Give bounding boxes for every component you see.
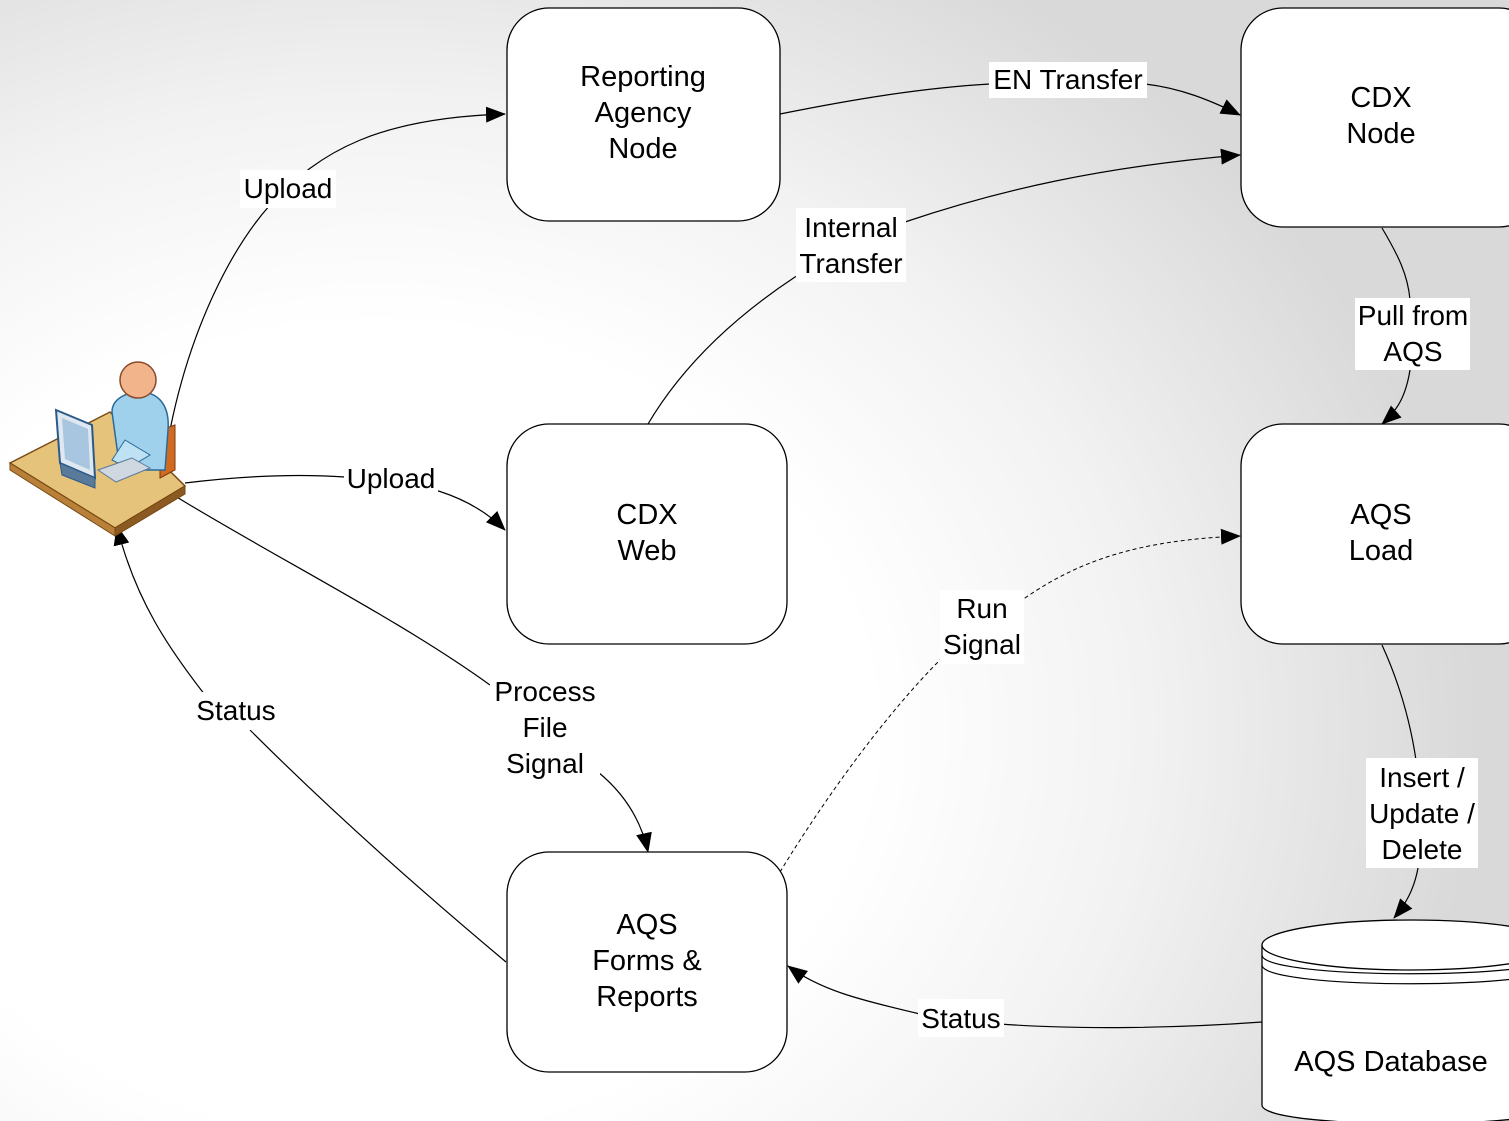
edge-label-upload-top-line: Upload bbox=[244, 173, 333, 204]
node-label-aqs-load: AQS Load bbox=[1349, 499, 1414, 567]
node-label-reporting-agency-line: Reporting bbox=[580, 61, 706, 93]
edge-label-insert-update-delete-line: Insert / bbox=[1379, 762, 1465, 793]
edge-label-process-file-signal-line: File bbox=[522, 712, 567, 743]
node-aqs-forms-reports: AQS Forms & Reports bbox=[506, 851, 788, 1073]
node-label-reporting-agency-line: Node bbox=[608, 133, 677, 165]
node-label-aqs-forms-reports-line: AQS bbox=[616, 909, 677, 941]
node-label-aqs-forms-reports-line: Reports bbox=[596, 981, 698, 1013]
edge-label-insert-update-delete-line: Update / bbox=[1369, 798, 1475, 829]
edge-status-left: Status bbox=[117, 526, 507, 963]
node-label-aqs-load-line: Load bbox=[1349, 535, 1414, 567]
node-label-cdx-web-line: CDX bbox=[616, 499, 677, 531]
edge-status-bottom: Status bbox=[787, 965, 1263, 1037]
node-label-cdx-node-line: CDX bbox=[1350, 82, 1411, 114]
edge-label-pull-from-aqs-line: AQS bbox=[1383, 336, 1442, 367]
edge-label-status-left-line: Status bbox=[196, 695, 275, 726]
edge-label-en-transfer: EN Transfer bbox=[993, 64, 1142, 95]
node-label-reporting-agency-line: Agency bbox=[595, 97, 692, 129]
node-cdx-web: CDX Web bbox=[506, 423, 788, 645]
edge-label-upload-top: Upload bbox=[244, 173, 333, 204]
edge-label-status-bottom-line: Status bbox=[921, 1003, 1000, 1034]
edge-label-insert-update-delete: Insert / Update / Delete bbox=[1369, 762, 1475, 865]
node-label-cdx-node-line: Node bbox=[1346, 118, 1415, 150]
node-label-cdx-web-line: Web bbox=[617, 535, 676, 567]
node-label-cdx-node: CDX Node bbox=[1346, 82, 1415, 150]
node-aqs-database: AQS Database bbox=[1261, 919, 1509, 1121]
edge-label-run-signal-line: Signal bbox=[943, 629, 1021, 660]
edge-label-status-bottom: Status bbox=[921, 1003, 1000, 1034]
edge-label-pull-from-aqs-line: Pull from bbox=[1358, 300, 1468, 331]
node-label-aqs-database: AQS Database bbox=[1294, 1046, 1487, 1078]
edge-label-internal-transfer-line: Transfer bbox=[799, 248, 902, 279]
node-aqs-load: AQS Load bbox=[1240, 423, 1509, 645]
edge-label-upload-mid: Upload bbox=[347, 463, 436, 494]
node-cdx-node: CDX Node bbox=[1240, 7, 1509, 228]
node-label-aqs-load-line: AQS bbox=[1350, 499, 1411, 531]
edge-upload-top: Upload bbox=[169, 106, 506, 431]
edge-label-internal-transfer-line: Internal bbox=[804, 212, 897, 243]
node-label-cdx-web: CDX Web bbox=[616, 499, 677, 567]
edge-label-status-left: Status bbox=[196, 695, 275, 726]
edge-label-en-transfer-line: EN Transfer bbox=[993, 64, 1142, 95]
edge-insert-update-delete: Insert / Update / Delete bbox=[1366, 644, 1478, 918]
edge-label-run-signal-line: Run bbox=[956, 593, 1007, 624]
edge-label-upload-mid-line: Upload bbox=[347, 463, 436, 494]
workstation-user-icon bbox=[8, 361, 187, 537]
edge-label-process-file-signal-line: Process bbox=[494, 676, 595, 707]
node-label-aqs-forms-reports: AQS Forms & Reports bbox=[592, 909, 702, 1013]
edge-label-process-file-signal-line: Signal bbox=[506, 748, 584, 779]
node-label-aqs-forms-reports-line: Forms & bbox=[592, 945, 702, 977]
node-label-aqs-database-line: AQS Database bbox=[1294, 1046, 1487, 1078]
edge-upload-mid: Upload bbox=[184, 460, 506, 531]
edge-label-insert-update-delete-line: Delete bbox=[1382, 834, 1463, 865]
edge-en-transfer: EN Transfer bbox=[779, 62, 1241, 116]
